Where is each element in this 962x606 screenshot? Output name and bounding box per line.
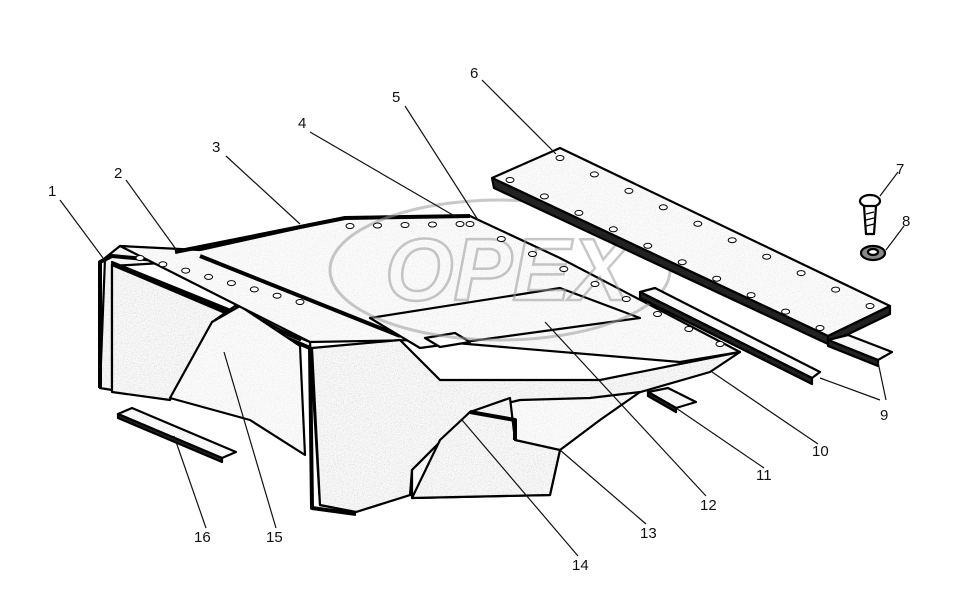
hole (496, 236, 506, 242)
hole (555, 155, 565, 161)
callout-7: 7 (896, 161, 904, 178)
hole (226, 280, 236, 287)
hole (693, 220, 703, 227)
part-washer (859, 244, 887, 262)
callout-9: 9 (880, 407, 888, 424)
callout-15: 15 (266, 529, 283, 546)
hole (684, 326, 694, 332)
hole (727, 237, 737, 244)
hole (590, 281, 600, 287)
hole (781, 308, 791, 315)
part-bolt (858, 193, 882, 236)
hole (135, 255, 145, 261)
part-strip-upper (638, 286, 822, 386)
callout-12: 12 (700, 497, 717, 514)
hole (658, 204, 668, 211)
hole (643, 242, 653, 249)
callout-4: 4 (298, 115, 306, 132)
hole (796, 270, 806, 277)
part-left-arch (168, 304, 307, 457)
hole (624, 187, 634, 194)
hole (465, 221, 475, 227)
hole (539, 193, 549, 200)
callout-5: 5 (392, 89, 400, 106)
hole (249, 286, 259, 293)
hole (505, 177, 515, 183)
hole (295, 299, 305, 305)
callout-labels: 1 2 3 4 5 6 7 8 9 10 11 12 13 14 15 16 (48, 65, 910, 574)
hole (158, 261, 168, 268)
hole (831, 286, 841, 293)
hole (528, 251, 537, 257)
part-loose-strip (116, 406, 238, 464)
callout-8: 8 (902, 213, 910, 230)
hole (455, 221, 465, 227)
callout-1: 1 (48, 183, 56, 200)
leader-lines (59, 79, 905, 557)
callout-13: 13 (640, 525, 657, 542)
hole (762, 253, 772, 260)
callout-16: 16 (194, 529, 211, 546)
hole (712, 275, 722, 282)
hole (608, 226, 618, 233)
hole (865, 303, 875, 309)
hole (621, 296, 631, 302)
hole (204, 273, 214, 280)
hole (373, 222, 382, 229)
part-strip-lower (826, 333, 894, 368)
mounting-holes (135, 155, 875, 347)
hole (589, 171, 599, 178)
callout-3: 3 (212, 139, 220, 156)
callout-6: 6 (470, 65, 478, 82)
callout-10: 10 (812, 443, 829, 460)
hole (345, 223, 355, 229)
part-small-bar-11 (646, 386, 698, 414)
hole (815, 325, 825, 331)
hole (746, 292, 756, 299)
hole (428, 221, 437, 228)
hole (400, 222, 410, 228)
hole (181, 267, 191, 274)
callout-11: 11 (756, 467, 772, 484)
hole (653, 311, 662, 317)
callout-2: 2 (114, 165, 122, 182)
callout-14: 14 (572, 557, 589, 574)
hole (559, 266, 569, 272)
hole (272, 292, 282, 299)
hole (677, 259, 687, 266)
hole (715, 341, 725, 347)
hole (574, 209, 584, 216)
